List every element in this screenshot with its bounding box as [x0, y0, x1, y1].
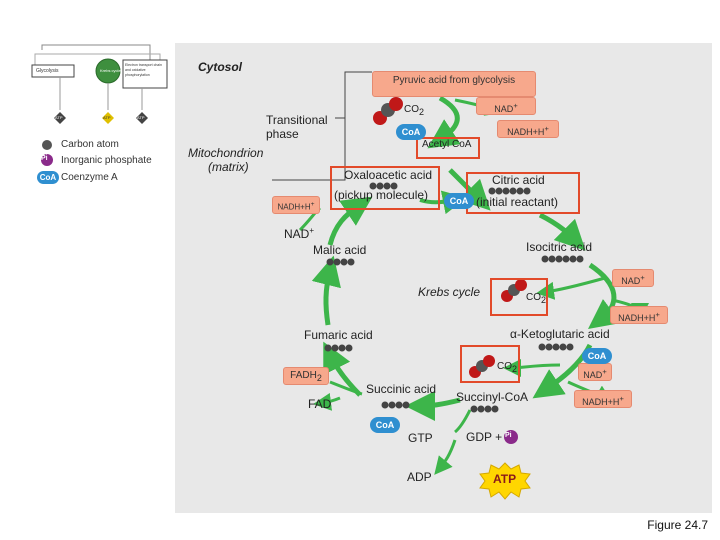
pi-symbol: Pi: [505, 432, 512, 439]
atp-label: ATP: [493, 472, 517, 486]
thumb-atp-3: ATP: [137, 115, 145, 120]
isocitric-label: Isocitric acid: [526, 240, 593, 254]
succinic-carbons: [381, 401, 410, 409]
oxaloacetic-carbons: [369, 182, 398, 190]
coenzyme-a-icon: CoA: [37, 171, 59, 184]
transitional-label-2: phase: [266, 127, 299, 141]
nad-top-pill: NAD+: [476, 97, 536, 115]
malic-carbons: [326, 258, 355, 266]
atp-starburst-icon: [479, 462, 531, 500]
thumb-glycolysis: Glycolysis: [36, 68, 59, 74]
arrow-succinyl-succinic: [405, 390, 461, 421]
fadh2-pill: FADH2: [283, 367, 329, 385]
acetyl-coa-box: [416, 137, 480, 159]
co2-molecule-top: [373, 97, 403, 125]
coa-badge-top: CoA: [396, 124, 426, 140]
figure-caption: Figure 24.7: [647, 518, 708, 532]
legend-carbon: Carbon atom: [61, 139, 119, 150]
legend-coenzyme: Coenzyme A: [61, 172, 118, 183]
gtp-label: GTP: [408, 431, 433, 445]
transitional-label-1: Transitional: [266, 113, 328, 127]
nad-left-label: NAD+: [284, 226, 315, 241]
co2-top-label: CO2: [404, 104, 425, 117]
thumb-krebs: Krebs cycle: [100, 68, 121, 73]
nad-top-label: NAD: [494, 104, 514, 114]
thumb-electron: Electron transport chain and oxidative p…: [125, 63, 162, 77]
legend-phosphate: Inorganic phosphate: [61, 155, 152, 166]
nadh-low-label: NADH+H: [582, 397, 620, 407]
acetyl-coa-label: Acetyl CoA: [422, 139, 472, 150]
phosphate-icon: [41, 154, 53, 166]
citric-carbons: [488, 187, 531, 195]
pyruvic-label: Pyruvic acid from glycolysis: [392, 75, 516, 86]
citric-label-1: Citric acid: [492, 173, 545, 187]
cytosol-label: Cytosol: [198, 60, 243, 74]
oxaloacetic-label-1: Oxaloacetic acid: [344, 168, 433, 182]
arrow-citric-isocitric: [538, 212, 586, 251]
krebs-cycle-label: Krebs cycle: [418, 285, 481, 299]
co2-low-box: [460, 345, 520, 383]
legend: Pi Carbon atom Inorganic phosphate CoA C…: [37, 138, 178, 190]
co2-mid-box: [490, 278, 548, 316]
gdp-label: GDP +: [466, 430, 503, 444]
pi-icon: [504, 430, 518, 444]
overview-diagram: [31, 44, 168, 124]
overview-thumbnail: Glycolysis Krebs cycle Electron transpor…: [30, 42, 170, 132]
phosphate-symbol: Pi: [41, 155, 48, 162]
nadh-right-pill: NADH+H+: [610, 306, 668, 324]
citric-label-2: (initial reactant): [476, 195, 559, 209]
coa-badge-keto: CoA: [582, 348, 612, 364]
isocitric-carbons: [541, 255, 584, 263]
arrow-malic-oxaloacetic: [327, 196, 373, 246]
nadh-low-pill: NADH+H+: [574, 390, 632, 408]
nad-low-label: NAD: [583, 370, 603, 380]
mito-label-2: (matrix): [208, 160, 249, 174]
fadh2-label: FADH: [290, 370, 317, 381]
mito-label-1: Mitochondrion: [188, 146, 264, 160]
arrow-isocitric-ketoglutaric: [588, 262, 622, 330]
nadh-top-label: NADH+H: [507, 127, 545, 137]
nadh-top-pill: NADH+H+: [497, 120, 559, 138]
thumb-atp-1: ATP: [55, 115, 63, 120]
nadh-left-label: NADH+H: [277, 202, 311, 212]
ketoglutaric-carbons: [538, 343, 574, 351]
adp-label: ADP: [407, 470, 432, 484]
nadh-left-pill: NADH+H+: [272, 196, 320, 214]
nadh-right-label: NADH+H: [618, 313, 656, 323]
succinyl-carbons: [470, 405, 499, 413]
nad-right-pill: NAD+: [612, 269, 654, 287]
co2-mid-label: CO2: [526, 292, 547, 305]
thumb-atp-2: ATP: [103, 115, 111, 120]
arrow-fumaric-malic: [311, 255, 341, 326]
succinic-label: Succinic acid: [366, 382, 437, 396]
oxaloacetic-label-2: (pickup molecule): [334, 188, 429, 202]
oxaloacetic-box: [330, 166, 440, 210]
malic-label: Malic acid: [313, 243, 367, 257]
coa-badge-succinyl: CoA: [370, 417, 400, 433]
co2-low-label: CO2: [497, 361, 518, 374]
fumaric-label: Fumaric acid: [304, 328, 373, 342]
co2-molecule-low: [469, 355, 495, 378]
fad-label: FAD: [308, 397, 332, 411]
arrow-acetyl-citric: [448, 168, 491, 211]
ketoglutaric-label: α-Ketoglutaric acid: [510, 327, 610, 341]
nad-low-pill: NAD+: [578, 363, 612, 381]
nad-right-label: NAD: [621, 276, 641, 286]
co2-molecule-mid: [501, 279, 527, 302]
carbon-atom-icon: [42, 140, 52, 150]
succinyl-label: Succinyl-CoA: [456, 390, 529, 404]
arrow-pyruvate-acetyl: [427, 95, 461, 149]
fumaric-carbons: [324, 344, 353, 352]
pyruvic-pill: Pyruvic acid from glycolysis: [372, 71, 536, 97]
coa-badge-citric: CoA: [444, 193, 474, 209]
